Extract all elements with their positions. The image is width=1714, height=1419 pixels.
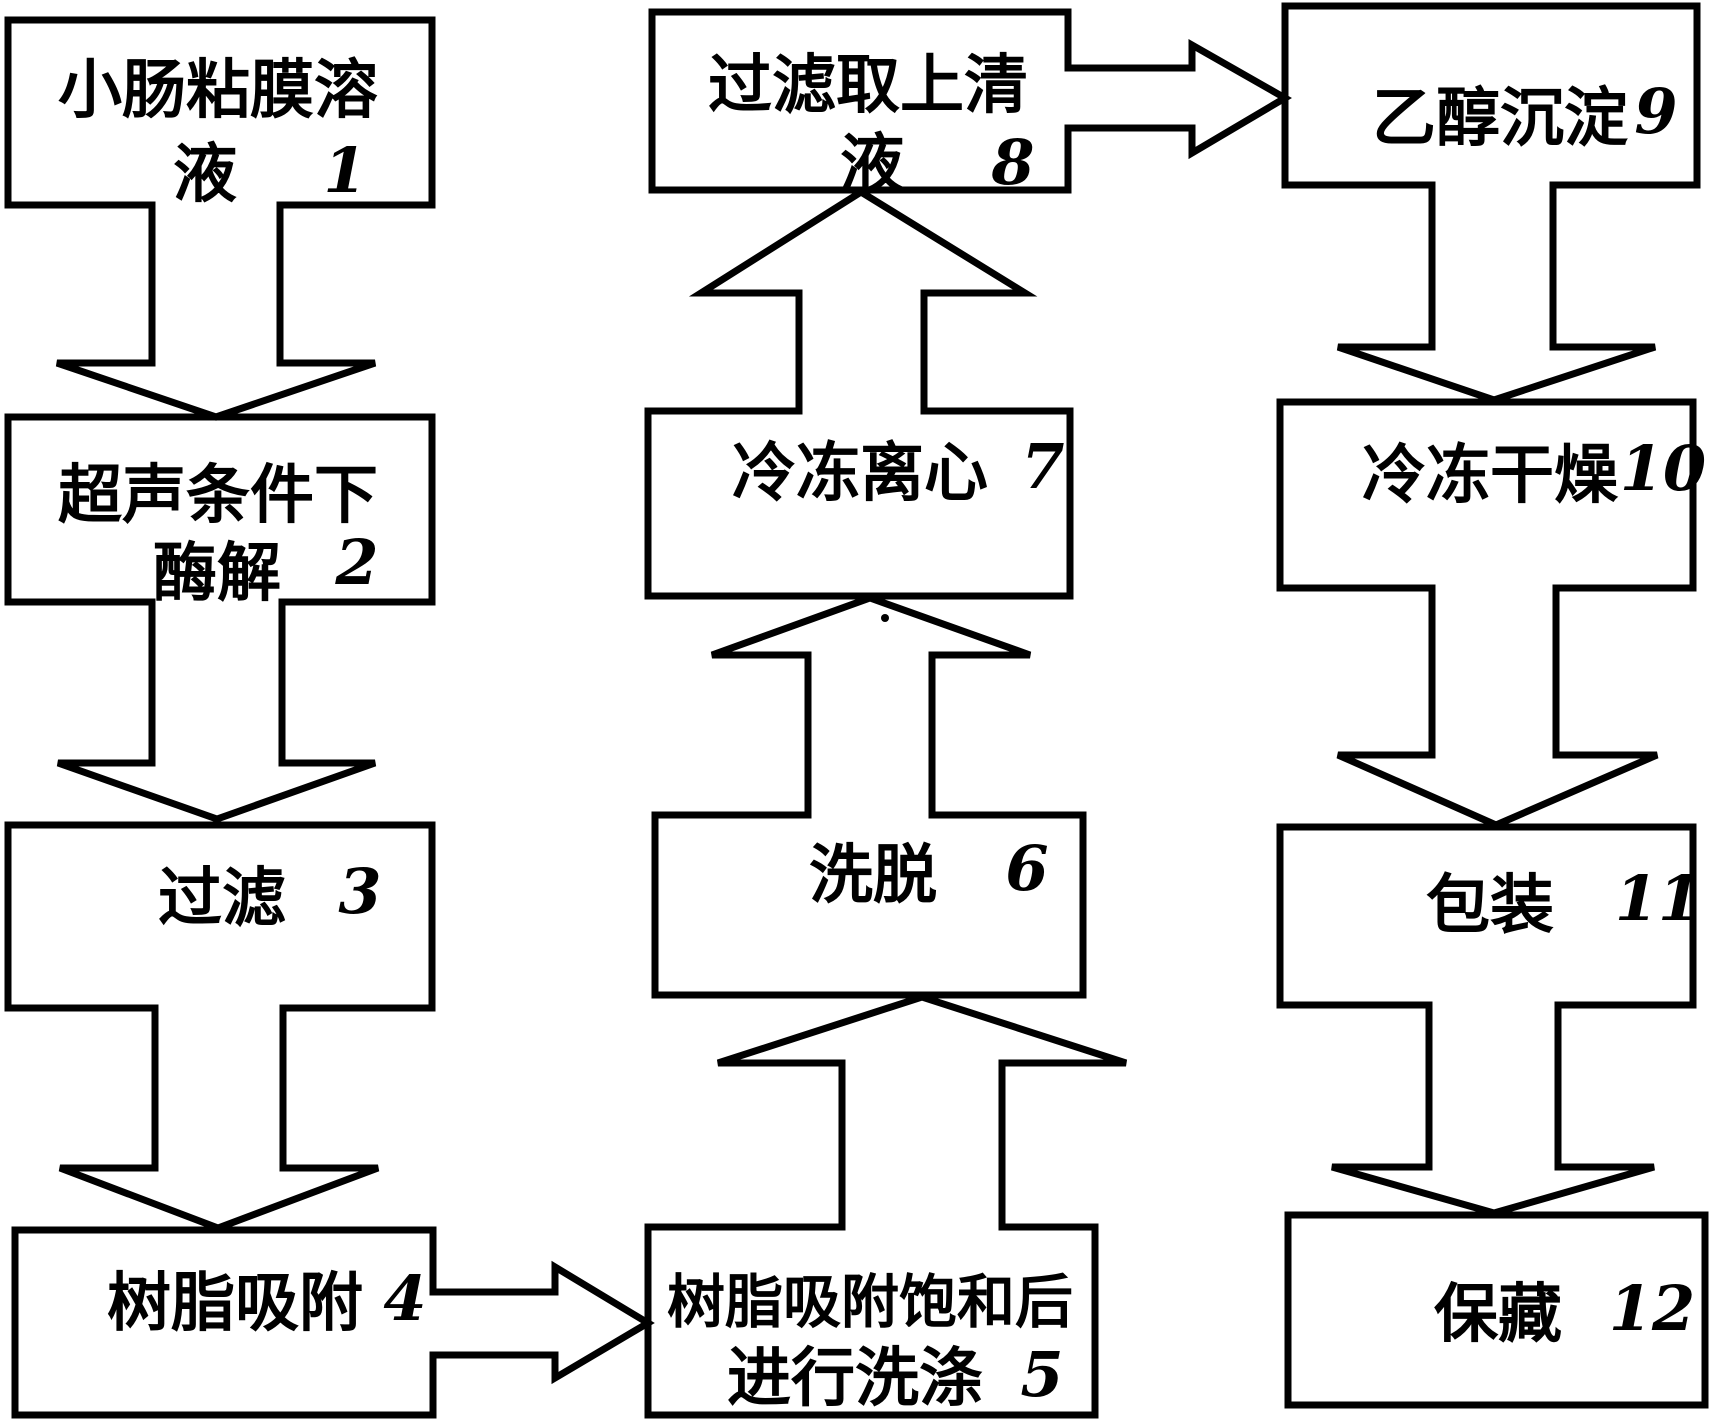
flow-box-3: 过滤 3 — [4, 821, 436, 1012]
box-4-label: 树脂吸附 — [107, 1267, 363, 1339]
box-3-outline — [4, 821, 436, 1012]
box-5-number: 5 — [1020, 1338, 1063, 1411]
arrow-2-to-3-down — [56, 598, 377, 823]
box-8-outline — [648, 8, 1072, 194]
box-6-number: 6 — [1005, 832, 1048, 905]
arrow-4-to-5-right — [429, 1260, 655, 1385]
box-11-label: 包装 — [1426, 869, 1554, 941]
flow-box-7: 冷冻离心 7 — [644, 407, 1074, 600]
box-1-outline — [4, 16, 436, 209]
box-5-outline — [644, 1223, 1099, 1419]
box-3-number: 3 — [338, 855, 381, 928]
arrow-10-to-11-down — [1336, 584, 1659, 829]
box-1-number: 1 — [323, 134, 366, 207]
arrow-8-to-9-right — [1064, 38, 1292, 160]
flow-box-10: 冷冻干燥 10 — [1276, 398, 1706, 592]
box-1-label-line2: 液 — [173, 138, 237, 210]
box-2-label-line2: 酶解 — [153, 537, 281, 609]
flow-box-5: 树脂吸附饱和后 进行洗涤 5 — [644, 1223, 1099, 1419]
box-5-label-line2: 进行洗涤 — [727, 1342, 983, 1414]
flow-box-9: 乙醇沉淀 9 — [1281, 2, 1701, 189]
box-7-number: 7 — [1021, 430, 1064, 503]
arrow-5-to-6-up — [716, 993, 1128, 1231]
ink-speck — [881, 614, 889, 622]
flow-boxes: 小肠粘膜溶 液 1 超声条件下 酶解 2 过滤 3 树脂吸附 4 — [4, 2, 1709, 1419]
flow-box-8: 过滤取上清 液 8 — [648, 8, 1072, 200]
box-6-outline — [651, 811, 1087, 999]
arrow-11-to-12-down — [1331, 1001, 1655, 1217]
box-10-label: 冷冻干燥 — [1362, 439, 1619, 511]
box-11-outline — [1276, 823, 1697, 1009]
box-8-label-line2: 液 — [840, 128, 904, 200]
box-12-label: 保藏 — [1434, 1278, 1562, 1350]
box-9-label: 乙醇沉淀 — [1372, 82, 1628, 154]
arrow-1-to-2-down — [55, 201, 377, 421]
box-2-number: 2 — [334, 526, 378, 599]
box-11-number: 11 — [1615, 862, 1701, 935]
flow-box-2: 超声条件下 酶解 2 — [4, 413, 436, 609]
arrow-6-to-7-up — [710, 594, 1032, 819]
box-5-label-line1: 树脂吸附饱和后 — [667, 1270, 1073, 1335]
box-9-outline — [1281, 2, 1701, 189]
arrow-7-to-8-up — [688, 187, 1038, 415]
box-2-label-line1: 超声条件下 — [58, 459, 378, 531]
box-9-number: 9 — [1634, 75, 1677, 148]
flow-arrows — [55, 38, 1659, 1385]
flow-box-6: 洗脱 6 — [651, 811, 1087, 999]
box-4-outline — [11, 1226, 437, 1419]
box-12-outline — [1284, 1211, 1709, 1409]
flow-box-12: 保藏 12 — [1284, 1211, 1709, 1409]
box-6-label: 洗脱 — [809, 839, 937, 911]
box-4-number: 4 — [383, 1262, 426, 1335]
box-8-number: 8 — [990, 126, 1034, 199]
box-8-label-line1: 过滤取上清 — [708, 49, 1028, 121]
box-10-outline — [1276, 398, 1697, 592]
box-12-number: 12 — [1609, 1272, 1695, 1345]
arrow-3-to-4-down — [58, 1004, 380, 1232]
box-3-label: 过滤 — [158, 862, 286, 934]
flow-box-1: 小肠粘膜溶 液 1 — [4, 16, 436, 210]
box-10-number: 10 — [1620, 432, 1706, 505]
flow-box-11: 包装 11 — [1276, 823, 1701, 1009]
box-1-label-line1: 小肠粘膜溶 — [58, 54, 378, 126]
arrow-9-to-10-down — [1336, 181, 1657, 404]
flow-box-4: 树脂吸附 4 — [11, 1226, 437, 1419]
box-7-label: 冷冻离心 — [732, 437, 988, 509]
box-7-outline — [644, 407, 1074, 600]
